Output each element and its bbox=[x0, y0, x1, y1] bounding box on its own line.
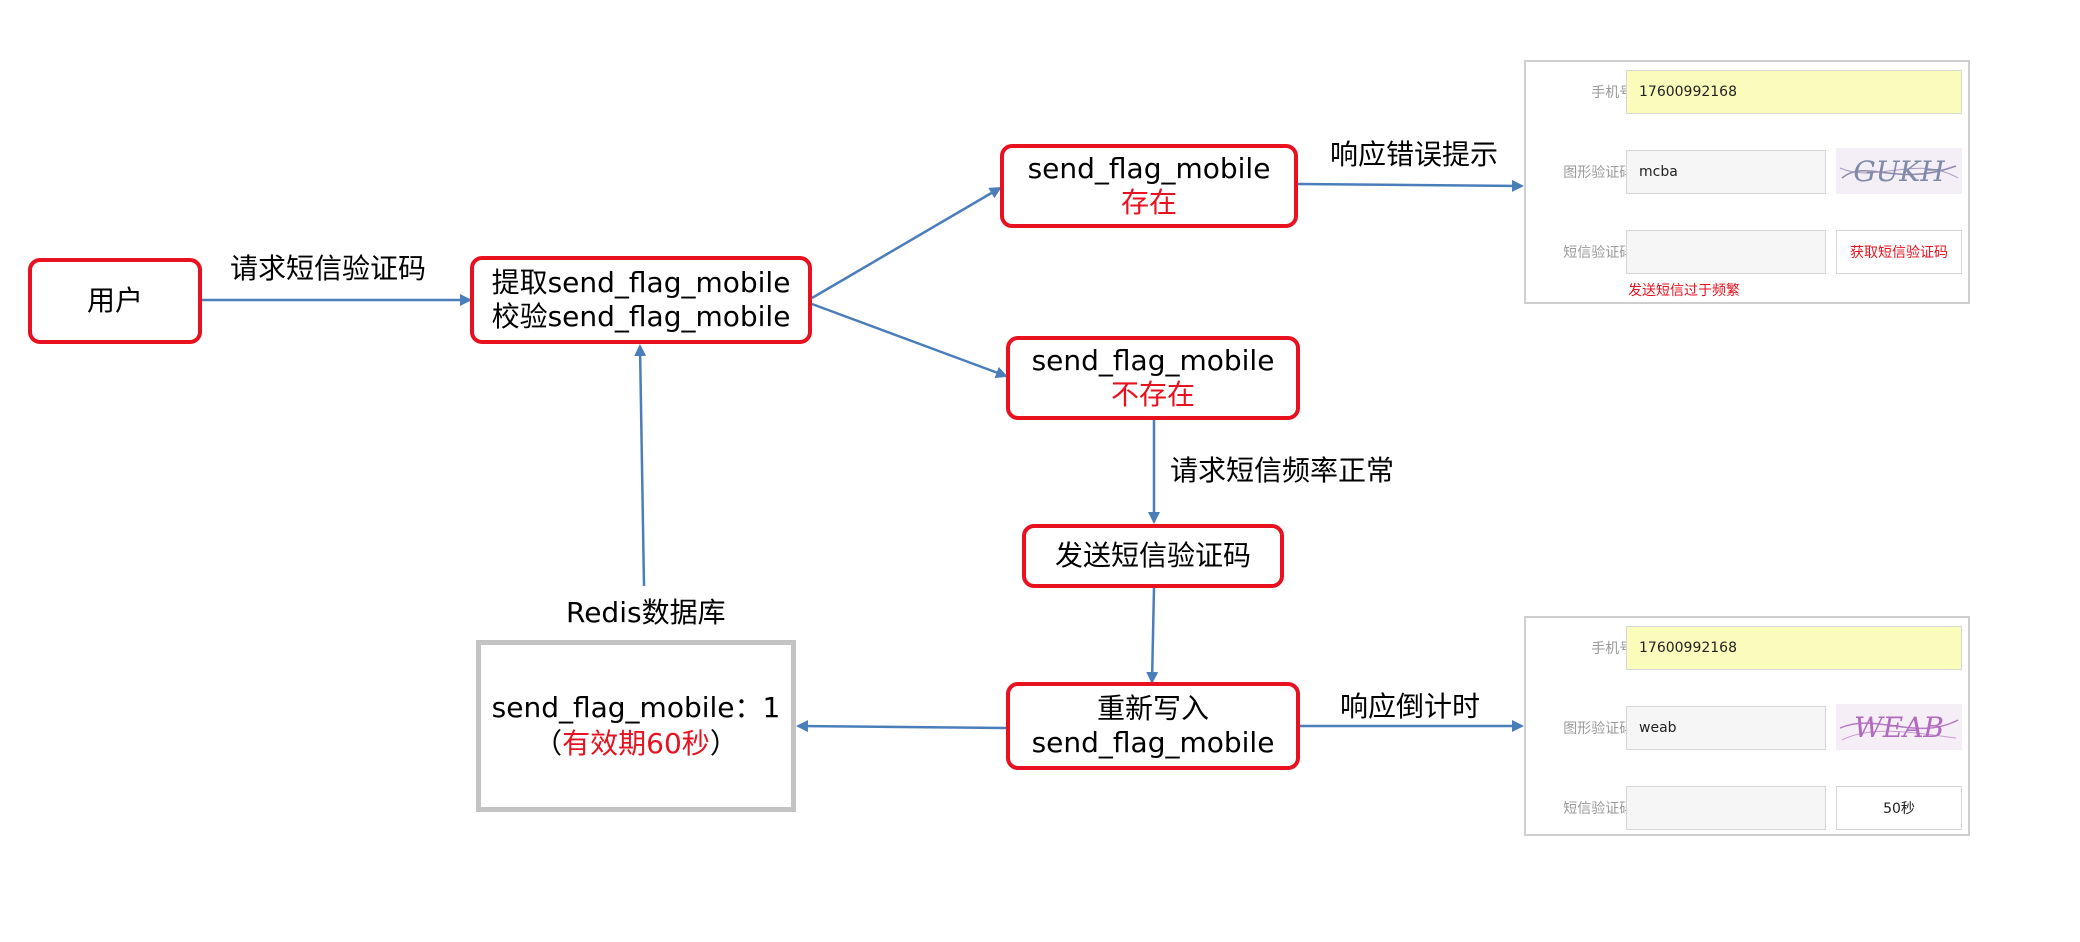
captcha-image[interactable]: WEAB bbox=[1836, 704, 1962, 750]
redis-store-box: send_flag_mobile：1 （有效期60秒） bbox=[476, 640, 796, 812]
captcha-input[interactable]: weab bbox=[1626, 706, 1826, 750]
arrow-fetch-to-exists bbox=[811, 186, 1002, 300]
phone-input[interactable]: 17600992168 bbox=[1626, 70, 1962, 114]
label-error-response: 响应错误提示 bbox=[1330, 138, 1499, 171]
sms-form-panel-countdown: 手机号: 17600992168 图形验证码: weab WEAB 短信验证码:… bbox=[1524, 616, 1970, 836]
send-sms-node: 发送短信验证码 bbox=[1022, 524, 1284, 588]
captcha-image[interactable]: GUKH bbox=[1836, 148, 1962, 194]
rewrite-node-line1: 重新写入 bbox=[1096, 692, 1209, 725]
arrow-send-to-rewrite bbox=[1146, 587, 1159, 684]
arrow-exists-to-panel bbox=[1297, 179, 1524, 192]
sms-error-message: 发送短信过于频繁 bbox=[1628, 283, 1740, 299]
rewrite-node-line2: send_flag_mobile bbox=[1031, 726, 1275, 759]
captcha-label: 图形验证码: bbox=[1563, 165, 1638, 181]
fetch-node-line2: 校验send_flag_mobile bbox=[491, 300, 791, 333]
flag-not-exists-node: send_flag_mobile 不存在 bbox=[1006, 336, 1300, 420]
redis-paren-open: （ bbox=[534, 727, 563, 760]
countdown-button[interactable]: 50秒 bbox=[1836, 786, 1962, 830]
fetch-validate-node: 提取send_flag_mobile 校验send_flag_mobile bbox=[470, 256, 812, 344]
not-exists-node-line1: send_flag_mobile bbox=[1031, 344, 1275, 377]
user-node: 用户 bbox=[28, 258, 202, 344]
captcha-input[interactable]: mcba bbox=[1626, 150, 1826, 194]
arrow-redis-to-fetch bbox=[634, 344, 647, 587]
captcha-image-text: GUKH bbox=[1853, 155, 1945, 188]
label-request-sms: 请求短信验证码 bbox=[230, 252, 427, 285]
fetch-node-line1: 提取send_flag_mobile bbox=[491, 266, 791, 299]
arrow-fetch-to-not-exists bbox=[811, 302, 1008, 379]
user-node-label: 用户 bbox=[86, 284, 143, 317]
label-redis-db: Redis数据库 bbox=[566, 596, 726, 629]
captcha-image-text: WEAB bbox=[1854, 711, 1944, 744]
redis-ttl: 有效期60秒 bbox=[562, 727, 710, 760]
redis-ttl-line: （有效期60秒） bbox=[534, 726, 738, 762]
sms-code-input[interactable] bbox=[1626, 230, 1826, 274]
label-countdown-response: 响应倒计时 bbox=[1340, 690, 1481, 723]
captcha-label: 图形验证码: bbox=[1563, 721, 1638, 737]
exists-node-line2: 存在 bbox=[1120, 186, 1177, 219]
sms-form-panel-error: 手机号: 17600992168 图形验证码: mcba GUKH 短信验证码:… bbox=[1524, 60, 1970, 304]
arrow-rewrite-to-redis bbox=[796, 720, 1007, 733]
get-sms-code-button[interactable]: 获取短信验证码 bbox=[1836, 230, 1962, 274]
rewrite-flag-node: 重新写入 send_flag_mobile bbox=[1006, 682, 1300, 770]
exists-node-line1: send_flag_mobile bbox=[1027, 152, 1271, 185]
phone-label: 手机号: bbox=[1591, 641, 1638, 657]
phone-input[interactable]: 17600992168 bbox=[1626, 626, 1962, 670]
redis-key-value: send_flag_mobile：1 bbox=[491, 691, 781, 724]
send-sms-node-label: 发送短信验证码 bbox=[1054, 539, 1251, 572]
phone-label: 手机号: bbox=[1591, 85, 1638, 101]
flag-exists-node: send_flag_mobile 存在 bbox=[1000, 144, 1298, 228]
sms-code-input[interactable] bbox=[1626, 786, 1826, 830]
label-frequency-ok: 请求短信频率正常 bbox=[1170, 454, 1395, 487]
redis-paren-close: ） bbox=[709, 727, 738, 760]
sms-code-label: 短信验证码: bbox=[1563, 801, 1638, 817]
not-exists-node-line2: 不存在 bbox=[1110, 378, 1195, 411]
sms-code-label: 短信验证码: bbox=[1563, 245, 1638, 261]
